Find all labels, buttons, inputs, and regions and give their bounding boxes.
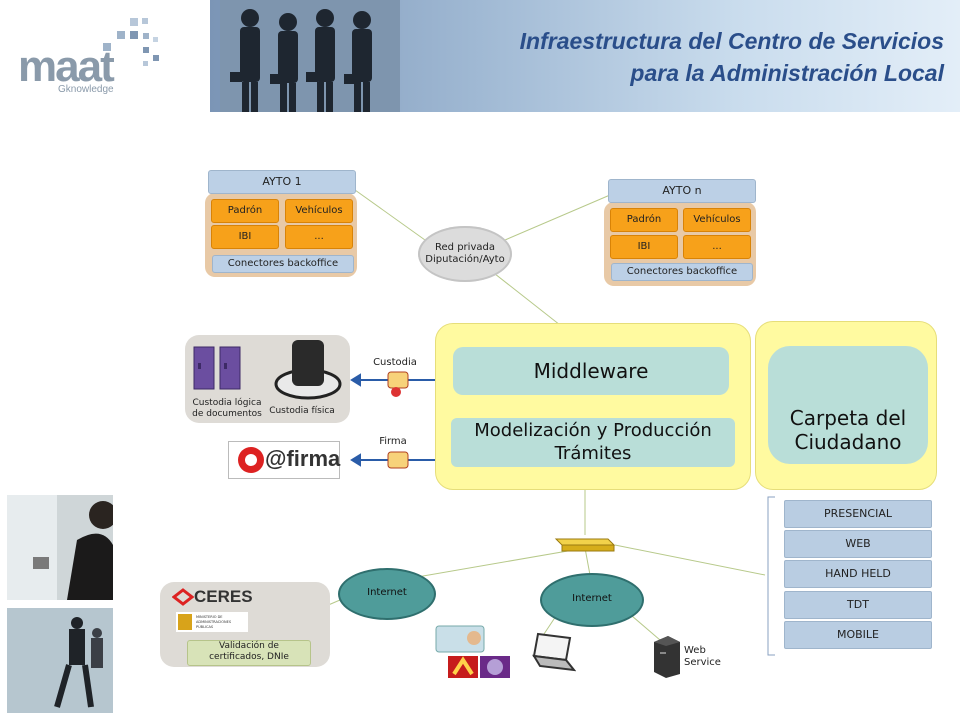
logo-subtitle: Gknowledge	[58, 84, 114, 95]
carpeta-box: Carpeta del Ciudadano	[768, 346, 928, 464]
channel-mobile: MOBILE	[784, 621, 932, 649]
red-privada-label: Red privada Diputación/Ayto	[425, 242, 505, 265]
ayto1-ibi: IBI	[211, 225, 279, 249]
arrows-icon	[350, 371, 450, 469]
ceres-logo-text: CERES	[194, 587, 253, 606]
server-icon	[654, 636, 680, 678]
afirma-text: @firma	[265, 446, 341, 471]
businessmen-photo-icon	[220, 0, 400, 112]
ayto1-conectores: Conectores backoffice	[212, 255, 354, 273]
afirma-icon	[238, 447, 264, 473]
page-title-line1: Infraestructura del Centro de Servicios	[519, 28, 944, 54]
ayto1-title: AYTO 1	[208, 170, 356, 194]
aytoN-padron: Padrón	[610, 208, 678, 232]
safe-icon	[274, 340, 342, 400]
modelizacion-box: Modelización y Producción Trámites	[451, 418, 735, 467]
middleware-box: Middleware	[453, 347, 729, 395]
servers-icon	[193, 346, 241, 390]
channel-web: WEB	[784, 530, 932, 558]
channel-presencial: PRESENCIAL	[784, 500, 932, 528]
internet-cloud-1: Internet	[338, 568, 436, 620]
ministerio-text: MINISTERIO DE ADMINISTRACIONES PÚBLICAS	[196, 615, 232, 629]
aytoN-ibi: IBI	[610, 235, 678, 259]
logo: maat	[18, 42, 115, 91]
aytoN-title: AYTO n	[608, 179, 756, 203]
channel-hand-held: HAND HELD	[784, 560, 932, 588]
custodia-arrow-label: Custodia	[373, 357, 417, 368]
ayto1-more: ...	[285, 225, 353, 249]
validacion-box: Validación de certificados, DNIe	[187, 640, 311, 666]
ministerio-logo: MINISTERIO DE ADMINISTRACIONES PÚBLICAS	[176, 612, 248, 632]
aytoN-conectores: Conectores backoffice	[611, 263, 753, 281]
carpeta-label: Carpeta del Ciudadano	[789, 406, 907, 454]
header: maat Gknowledge Infraestructura del Cent…	[0, 0, 960, 115]
web-service-label: Web Service	[684, 645, 721, 668]
custodia-fisica-label: Custodia física	[269, 406, 335, 416]
channel-tdt: TDT	[784, 591, 932, 619]
internet-cloud-2: Internet	[540, 573, 644, 627]
aytoN-vehiculos: Vehículos	[683, 208, 751, 232]
ayto1-vehiculos: Vehículos	[285, 199, 353, 223]
aytoN-more: ...	[683, 235, 751, 259]
custodia-logica-label: Custodia lógica de documentos	[192, 398, 262, 419]
header-banner: Infraestructura del Centro de Servicios …	[210, 0, 960, 112]
dnie-card-icon	[435, 625, 510, 678]
ayto1-padron: Padrón	[211, 199, 279, 223]
laptop-icon	[532, 632, 576, 672]
router-icon	[554, 538, 616, 552]
red-privada-cloud: Red privada Diputación/Ayto	[418, 226, 512, 282]
people-photos-icon	[7, 495, 113, 713]
page-title-line2: para la Administración Local	[630, 60, 944, 86]
firma-arrow-label: Firma	[379, 436, 407, 447]
afirma-logo: @firma	[228, 441, 340, 479]
logo-squares-icon	[103, 18, 159, 66]
ceres-logo-icon	[172, 588, 194, 606]
escudo-icon	[178, 614, 192, 630]
